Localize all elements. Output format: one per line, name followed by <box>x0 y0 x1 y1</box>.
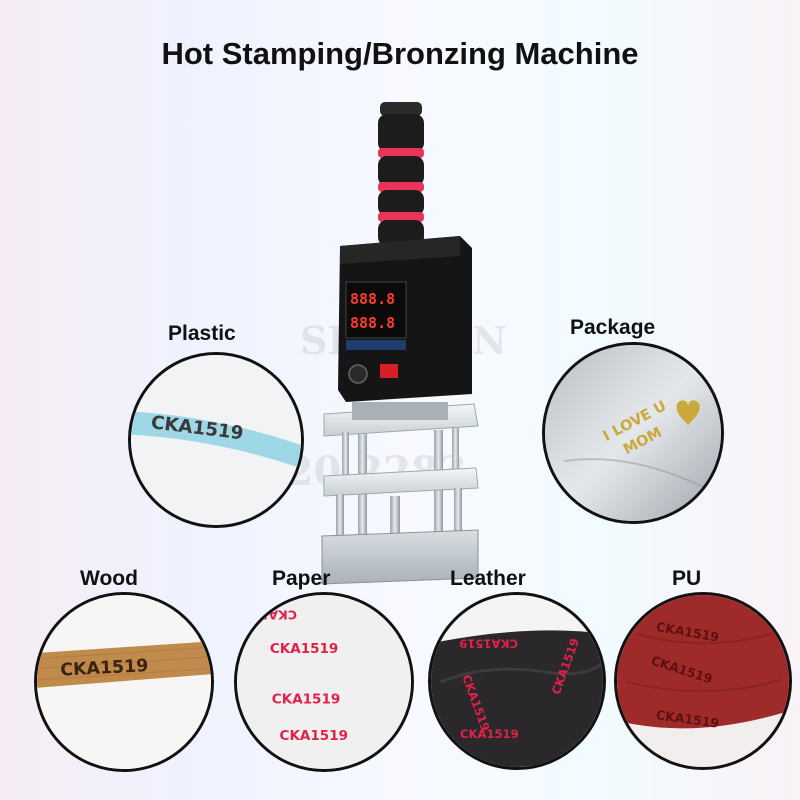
sample-paper-circle: CKA1519 CKA1519 CKA1519 CKA1519 <box>234 592 414 772</box>
paper-stamp-text-2: CKA1519 <box>272 691 340 707</box>
display-top: 888.8 <box>350 290 395 308</box>
hot-stamping-machine: 888.8 888.8 <box>300 96 500 586</box>
sample-package-circle: I LOVE U MOM <box>542 342 724 524</box>
leather-stamp-text-2: CKA1519 <box>460 727 519 741</box>
paper-stamp-text-1: CKA1519 <box>270 641 338 657</box>
wood-stamp-text: CKA1519 <box>60 656 149 681</box>
heart-icon <box>676 400 700 427</box>
display-bottom: 888.8 <box>350 314 395 332</box>
label-package: Package <box>570 316 656 339</box>
paper-stamp-mirrored: CKA1519 <box>237 607 297 622</box>
label-leather: Leather <box>450 567 526 590</box>
sample-pu-circle: CKA1519 CKA1519 CKA1519 <box>614 592 792 770</box>
sample-plastic-circle: CKA1519 <box>128 352 304 528</box>
paper-stamp-text-3: CKA1519 <box>280 728 348 744</box>
label-plastic: Plastic <box>168 322 236 345</box>
page-title: Hot Stamping/Bronzing Machine <box>161 36 639 71</box>
label-paper: Paper <box>272 567 331 590</box>
sample-leather-circle: CKA1519 CKA1519 CKA1519 CKA1519 <box>428 592 606 770</box>
sample-wood-circle: CKA1519 <box>34 592 214 772</box>
label-wood: Wood <box>80 567 138 590</box>
leather-stamp-mirrored: CKA1519 <box>459 636 518 650</box>
label-pu: PU <box>672 567 702 590</box>
